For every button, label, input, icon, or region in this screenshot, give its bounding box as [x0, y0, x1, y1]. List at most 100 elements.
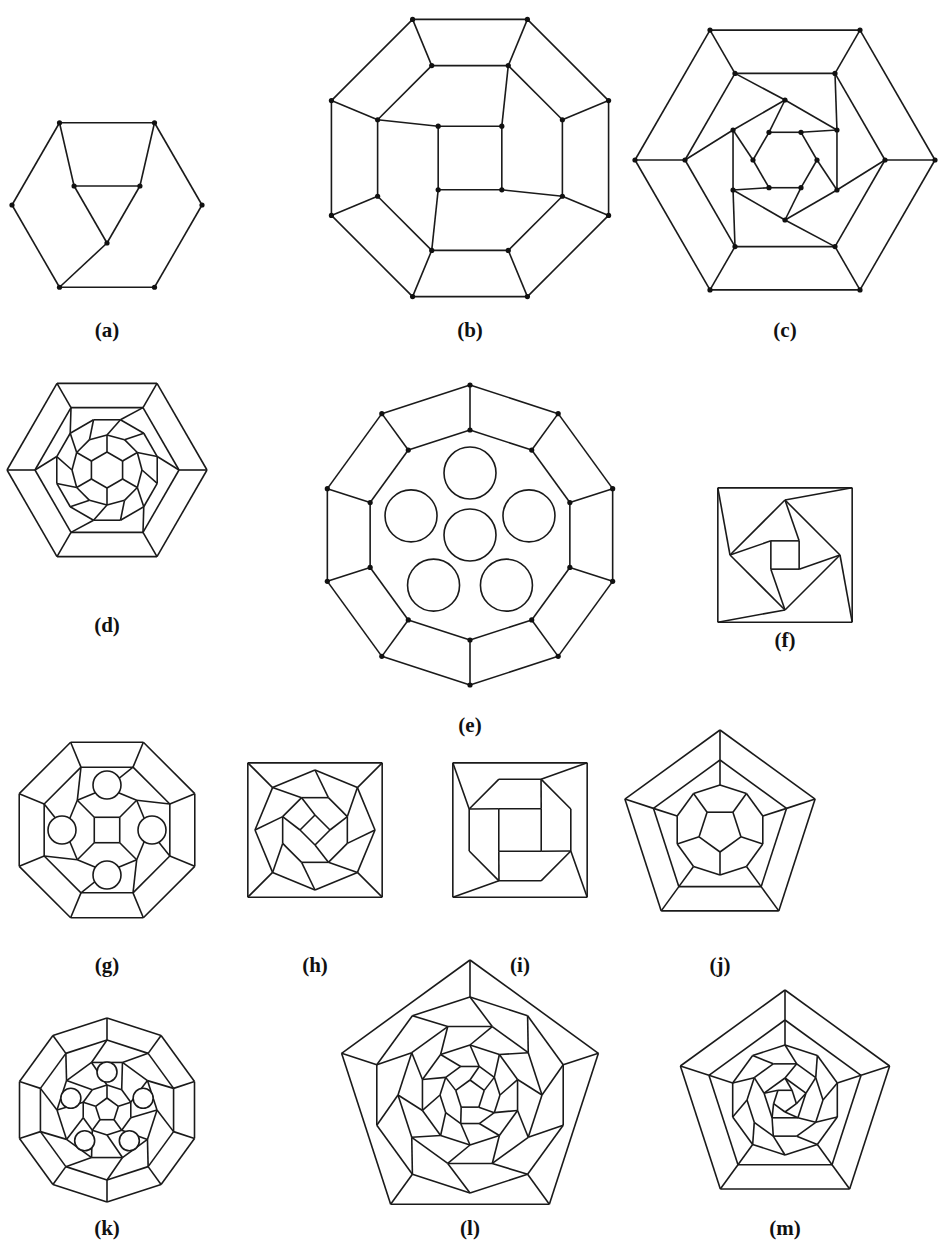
- graph-edge: [730, 500, 785, 555]
- vertex-dot: [467, 427, 472, 432]
- graph-edge: [499, 1053, 528, 1055]
- graph-edge: [769, 187, 801, 189]
- graph-edge: [107, 1130, 122, 1135]
- graph-edge: [835, 73, 885, 160]
- graph-edge: [448, 1163, 470, 1193]
- vertex-dot: [798, 130, 803, 135]
- vertex-dot: [406, 447, 411, 452]
- graph-edge: [71, 742, 81, 767]
- graph-edge: [83, 1118, 92, 1131]
- graph-edge: [469, 779, 499, 809]
- vertex-dot: [368, 565, 373, 570]
- graph-edge: [562, 196, 608, 215]
- graph-edge: [717, 488, 719, 622]
- figure-label: (c): [771, 318, 798, 343]
- graph-edge: [330, 817, 347, 830]
- graph-edge: [785, 500, 799, 541]
- graph-edge: [699, 812, 707, 837]
- graph-edge: [302, 862, 315, 890]
- graph-edge: [440, 1077, 446, 1095]
- graph-edge: [382, 620, 408, 656]
- vertex-dot: [732, 244, 737, 249]
- polyhedron-graph: [453, 763, 587, 897]
- figure-label: (a): [93, 318, 122, 343]
- graph-edge: [549, 1053, 598, 1204]
- graph-edge: [300, 815, 315, 830]
- graph-edge: [66, 1040, 107, 1053]
- graph-edge: [797, 1136, 818, 1144]
- vertex-dot: [379, 411, 384, 416]
- graph-edge: [735, 73, 835, 75]
- graph-edge: [77, 479, 92, 488]
- vertex-dot: [567, 565, 572, 570]
- graph-edge: [773, 1135, 796, 1137]
- graph-edge: [469, 640, 471, 685]
- graph-edge: [155, 123, 203, 205]
- graph-edge: [771, 540, 799, 542]
- graph-edge: [412, 997, 470, 1016]
- graph-edge: [133, 856, 170, 893]
- graph-edge: [709, 1020, 785, 1075]
- graph-edge: [94, 519, 121, 521]
- graph-edge: [20, 1132, 41, 1139]
- graph-edge: [816, 1078, 823, 1100]
- graph-edge: [733, 190, 785, 220]
- graph-edge: [772, 1117, 798, 1119]
- polyhedron-graph: [680, 990, 889, 1189]
- graph-edge: [170, 856, 195, 866]
- graph-edge: [255, 817, 283, 830]
- graph-edge: [754, 1122, 773, 1136]
- graph-edge: [499, 1110, 517, 1135]
- graph-edge: [837, 1083, 839, 1117]
- graph-edge: [694, 794, 708, 813]
- graph-edge: [328, 862, 357, 872]
- graph-edge: [720, 1165, 738, 1189]
- graph-edge: [328, 843, 347, 862]
- vertex-dot: [499, 187, 504, 192]
- graph-edge: [120, 408, 143, 420]
- graph-edge: [19, 856, 44, 866]
- graph-edge: [735, 73, 785, 100]
- graph-edge: [699, 837, 720, 852]
- vertex-dot: [766, 130, 771, 135]
- graph-edge: [754, 1064, 773, 1078]
- graph-edge: [382, 656, 470, 685]
- graph-edge: [653, 808, 677, 816]
- graph-edge: [685, 130, 733, 160]
- graph-edge: [761, 887, 779, 911]
- graph-edge: [733, 1100, 747, 1117]
- graph-edge: [412, 1137, 448, 1163]
- graph-edge: [77, 488, 90, 501]
- graph-edge: [469, 960, 471, 997]
- graph-edge: [44, 856, 77, 860]
- graph-edge: [71, 520, 94, 532]
- graph-edge: [746, 844, 762, 867]
- graph-edge: [327, 414, 381, 489]
- graph-edge: [837, 160, 885, 190]
- graph-edge: [817, 160, 837, 190]
- graph-edge: [170, 794, 195, 804]
- graph-edge: [57, 483, 77, 487]
- graph-edge: [107, 435, 125, 440]
- graph-edge: [738, 1144, 753, 1164]
- graph-edge: [19, 1082, 21, 1139]
- graph-edge: [122, 1118, 131, 1131]
- graph-edge: [60, 123, 75, 186]
- vertex-dot: [730, 127, 735, 132]
- vertex-dot: [329, 98, 334, 103]
- graph-edge: [753, 132, 769, 160]
- graph-edge: [118, 1102, 130, 1106]
- graph-edge: [71, 407, 143, 409]
- graph-edge: [140, 123, 155, 186]
- graph-edge: [771, 568, 799, 570]
- graph-edge: [494, 1095, 500, 1113]
- graph-edge: [798, 1118, 816, 1123]
- graph-edge: [92, 1130, 107, 1135]
- graph-edge: [137, 800, 170, 804]
- graph-edge: [470, 960, 598, 1053]
- graph-edge: [571, 851, 587, 897]
- graph-edge: [342, 960, 470, 1053]
- graph-edge: [453, 762, 587, 764]
- graph-edge: [40, 1132, 65, 1167]
- graph-edge: [92, 1085, 107, 1090]
